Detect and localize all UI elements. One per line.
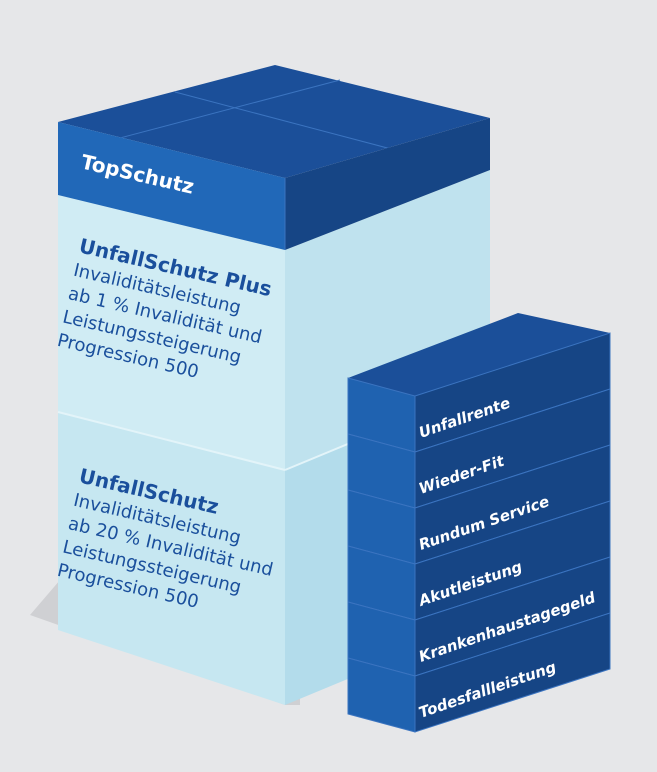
- small-stack: [347, 313, 611, 733]
- top-block-front: [58, 122, 285, 250]
- top-block-grid-1: [119, 79, 341, 139]
- top-block-side: [285, 118, 490, 250]
- top-block-grid-2: [174, 91, 396, 151]
- top-block: [58, 65, 490, 250]
- small-stack-slab-side: [414, 612, 611, 733]
- plus-base-divider: [57, 411, 286, 471]
- base-block-text: UnfallSchutz Invaliditätsleistung ab 20 …: [55, 463, 275, 612]
- base-block-front: [58, 412, 285, 705]
- small-stack-top: [348, 313, 610, 396]
- plus-block-front: [58, 195, 285, 470]
- top-block-top: [58, 65, 490, 178]
